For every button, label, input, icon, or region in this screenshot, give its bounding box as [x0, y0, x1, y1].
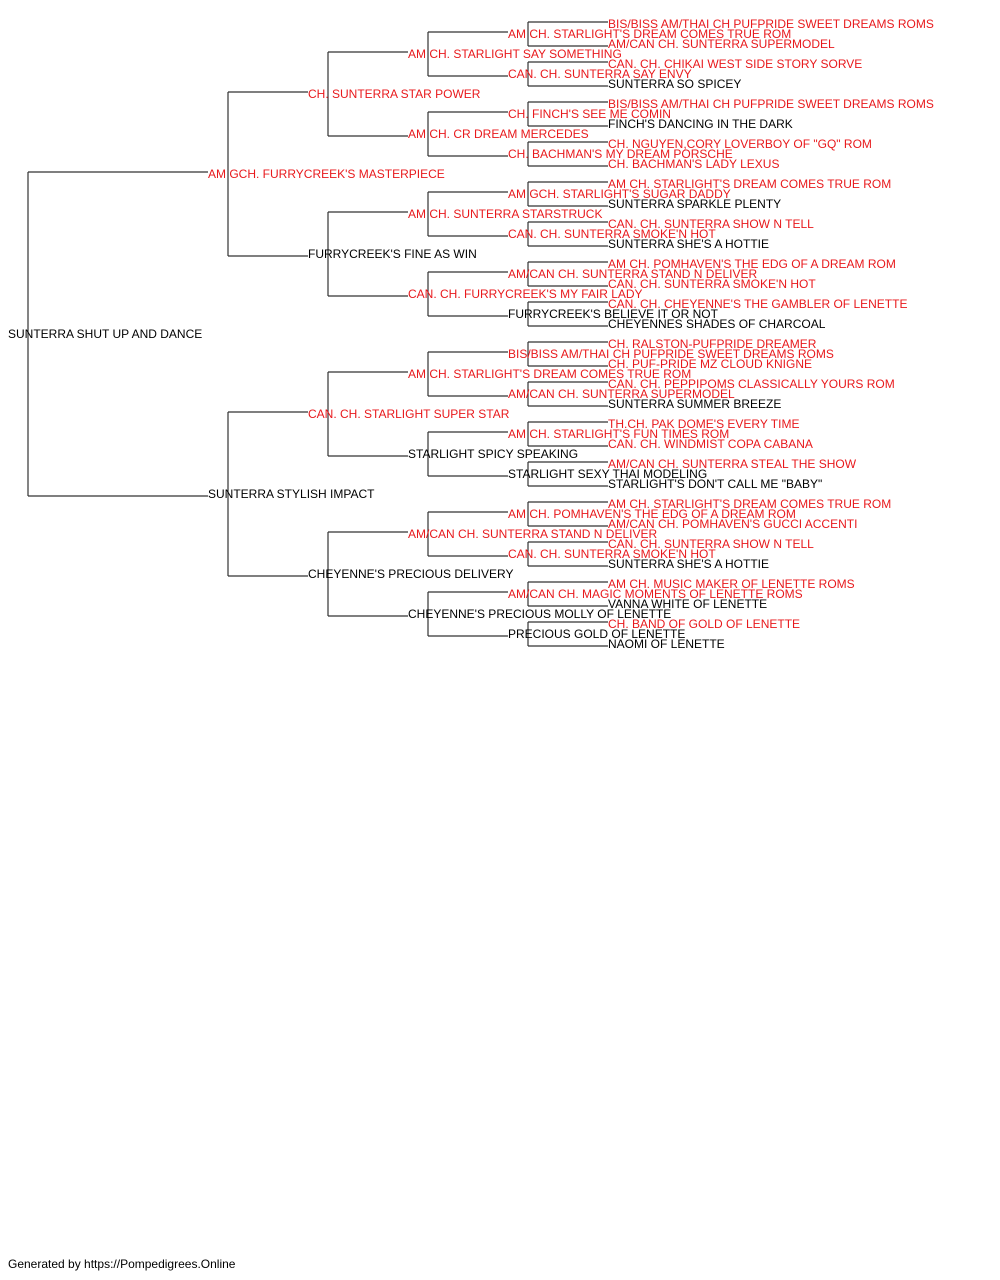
ancestor-name[interactable]: AM/CAN CH. SUNTERRA SUPERMODEL — [508, 387, 735, 401]
ancestor-name[interactable]: AM/CAN CH. SUNTERRA STEAL THE SHOW — [608, 457, 857, 471]
ancestor-name[interactable]: AM CH. STARLIGHT'S DREAM COMES TRUE ROM — [608, 177, 891, 191]
subject-dog-name[interactable]: SUNTERRA SHUT UP AND DANCE — [8, 327, 202, 341]
ancestor-name[interactable]: CH. NGUYEN,CORY LOVERBOY OF "GQ" ROM — [608, 137, 872, 151]
ancestor-name[interactable]: AM GCH. FURRYCREEK'S MASTERPIECE — [208, 167, 445, 181]
ancestor-name[interactable]: AM CH. POMHAVEN'S THE EDG OF A DREAM ROM — [508, 507, 796, 521]
ancestor-name[interactable]: BIS/BISS AM/THAI CH PUFPRIDE SWEET DREAM… — [508, 347, 834, 361]
ancestor-name[interactable]: CHEYENNE'S PRECIOUS DELIVERY — [308, 567, 513, 581]
ancestor-name[interactable]: AM CH. STARLIGHT'S FUN TIMES ROM — [508, 427, 729, 441]
ancestor-name[interactable]: NAOMI OF LENETTE — [608, 637, 725, 651]
ancestor-name[interactable]: SUNTERRA SPARKLE PLENTY — [608, 197, 781, 211]
ancestor-name[interactable]: AM/CAN CH. SUNTERRA STAND N DELIVER — [508, 267, 757, 281]
ancestor-name[interactable]: CH. BACHMAN'S LADY LEXUS — [608, 157, 779, 171]
ancestor-name[interactable]: CH. BAND OF GOLD OF LENETTE — [608, 617, 800, 631]
ancestor-name[interactable]: CH. PUF-PRIDE MZ CLOUD KNIGNE — [608, 357, 812, 371]
ancestor-name[interactable]: CH. RALSTON-PUFPRIDE DREAMER — [608, 337, 817, 351]
ancestor-name[interactable]: AM/CAN CH. SUNTERRA STAND N DELIVER — [408, 527, 657, 541]
ancestor-name[interactable]: AM CH. STARLIGHT'S DREAM COMES TRUE ROM — [608, 497, 891, 511]
ancestor-name[interactable]: CHEYENNE'S PRECIOUS MOLLY OF LENETTE — [408, 607, 671, 621]
ancestor-name[interactable]: STARLIGHT'S DON'T CALL ME "BABY" — [608, 477, 822, 491]
ancestor-name[interactable]: AM CH. STARLIGHT SAY SOMETHING — [408, 47, 622, 61]
ancestor-name[interactable]: CHEYENNES SHADES OF CHARCOAL — [608, 317, 826, 331]
ancestor-name[interactable]: AM CH. STARLIGHT'S DREAM COMES TRUE ROM — [408, 367, 691, 381]
ancestor-name[interactable]: STARLIGHT SEXY THAI MODELING — [508, 467, 707, 481]
generated-by-credit: Generated by https://Pompedigrees.Online — [8, 1257, 236, 1271]
ancestor-name[interactable]: CAN. CH. SUNTERRA SMOKE'N HOT — [608, 277, 816, 291]
ancestor-name[interactable]: BIS/BISS AM/THAI CH PUFPRIDE SWEET DREAM… — [608, 97, 934, 111]
ancestor-name[interactable]: CAN. CH. SUNTERRA SMOKE'N HOT — [508, 547, 716, 561]
ancestor-name[interactable]: SUNTERRA SO SPICEY — [608, 77, 741, 91]
ancestor-name[interactable]: AM CH. STARLIGHT'S DREAM COMES TRUE ROM — [508, 27, 791, 41]
ancestor-name[interactable]: SUNTERRA SHE'S A HOTTIE — [608, 237, 769, 251]
ancestor-name[interactable]: CAN. CH. PEPPIPOMS CLASSICALLY YOURS ROM — [608, 377, 895, 391]
ancestor-name[interactable]: CAN. CH. SUNTERRA SHOW N TELL — [608, 217, 814, 231]
ancestor-name[interactable]: CAN. CH. CHIKAI WEST SIDE STORY SORVE — [608, 57, 862, 71]
ancestor-name[interactable]: AM CH. CR DREAM MERCEDES — [408, 127, 589, 141]
ancestor-name[interactable]: AM CH. MUSIC MAKER OF LENETTE ROMS — [608, 577, 855, 591]
ancestor-name[interactable]: PRECIOUS GOLD OF LENETTE — [508, 627, 685, 641]
ancestor-name[interactable]: CAN. CH. SUNTERRA SAY ENVY — [508, 67, 692, 81]
ancestor-name[interactable]: AM CH. POMHAVEN'S THE EDG OF A DREAM ROM — [608, 257, 896, 271]
ancestor-name[interactable]: CH. BACHMAN'S MY DREAM PORSCHE — [508, 147, 733, 161]
ancestor-name[interactable]: SUNTERRA SHE'S A HOTTIE — [608, 557, 769, 571]
ancestor-name[interactable]: AM/CAN CH. SUNTERRA SUPERMODEL — [608, 37, 835, 51]
ancestor-name[interactable]: AM GCH. STARLIGHT'S SUGAR DADDY — [508, 187, 731, 201]
ancestor-name[interactable]: CAN. CH. SUNTERRA SHOW N TELL — [608, 537, 814, 551]
ancestor-name[interactable]: AM/CAN CH. MAGIC MOMENTS OF LENETTE ROMS — [508, 587, 803, 601]
ancestor-name[interactable]: FINCH'S DANCING IN THE DARK — [608, 117, 793, 131]
ancestor-name[interactable]: SUNTERRA STYLISH IMPACT — [208, 487, 375, 501]
ancestor-name[interactable]: CAN. CH. STARLIGHT SUPER STAR — [308, 407, 510, 421]
ancestor-name[interactable]: CAN. CH. SUNTERRA SMOKE'N HOT — [508, 227, 716, 241]
ancestor-name[interactable]: TH.CH. PAK DOME'S EVERY TIME — [608, 417, 799, 431]
ancestor-name[interactable]: AM CH. SUNTERRA STARSTRUCK — [408, 207, 602, 221]
ancestor-name[interactable]: SUNTERRA SUMMER BREEZE — [608, 397, 781, 411]
ancestor-name[interactable]: CAN. CH. CHEYENNE'S THE GAMBLER OF LENET… — [608, 297, 907, 311]
ancestor-name[interactable]: BIS/BISS AM/THAI CH PUFPRIDE SWEET DREAM… — [608, 17, 934, 31]
ancestor-name[interactable]: CH. SUNTERRA STAR POWER — [308, 87, 481, 101]
ancestor-name[interactable]: CAN. CH. WINDMIST COPA CABANA — [608, 437, 813, 451]
ancestor-name[interactable]: AM/CAN CH. POMHAVEN'S GUCCI ACCENTI — [608, 517, 857, 531]
ancestor-name[interactable]: FURRYCREEK'S BELIEVE IT OR NOT — [508, 307, 719, 321]
ancestor-name[interactable]: CH. FINCH'S SEE ME COMIN — [508, 107, 671, 121]
ancestor-name[interactable]: CAN. CH. FURRYCREEK'S MY FAIR LADY — [408, 287, 643, 301]
ancestor-name[interactable]: STARLIGHT SPICY SPEAKING — [408, 447, 578, 461]
ancestor-name[interactable]: VANNA WHITE OF LENETTE — [608, 597, 767, 611]
ancestor-name[interactable]: FURRYCREEK'S FINE AS WIN — [308, 247, 477, 261]
